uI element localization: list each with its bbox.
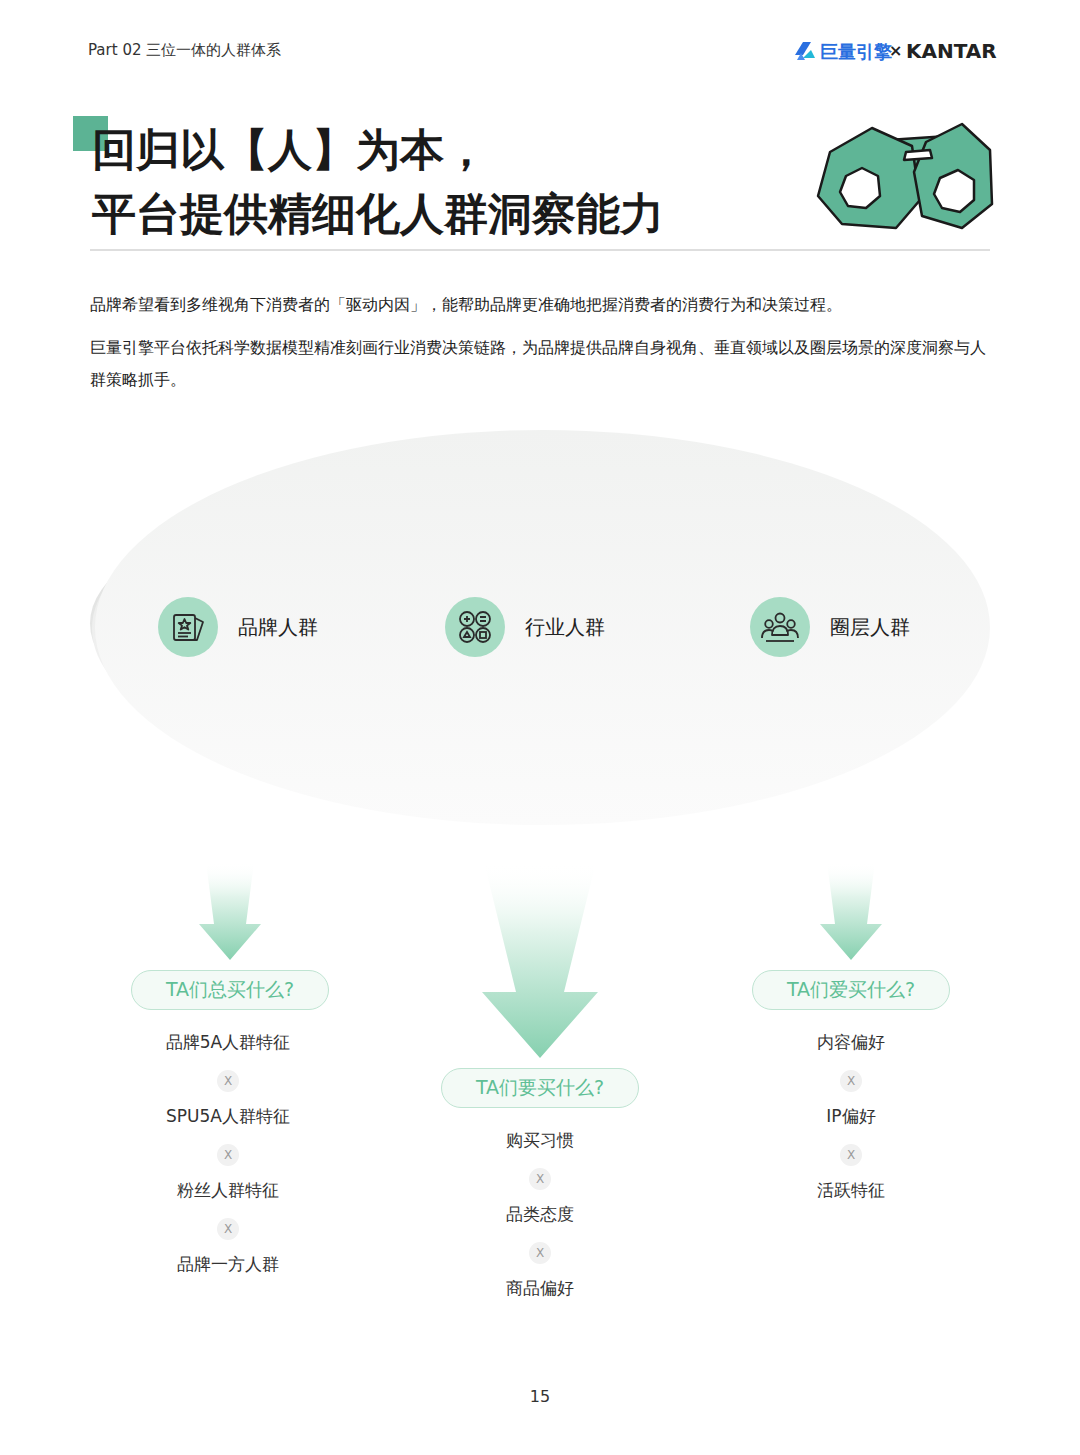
- feature-item: SPU5A人群特征: [68, 1104, 388, 1128]
- multiply-mark: X: [840, 1144, 862, 1166]
- feature-item: 内容偏好: [691, 1030, 1011, 1054]
- audience-label: 圈层人群: [750, 597, 910, 657]
- body-paragraph: 巨量引擎平台依托科学数据模型精准刻画行业消费决策链路，为品牌提供品牌自身视角、垂…: [90, 332, 995, 396]
- feature-item: 商品偏好: [380, 1276, 700, 1300]
- page-title: 回归以【人】为本， 平台提供精细化人群洞察能力: [92, 118, 732, 246]
- question-pill: TA们爱买什么?: [752, 970, 950, 1010]
- body-paragraph: 品牌希望看到多维视角下消费者的「驱动内因」，能帮助品牌更准确地把握消费者的消费行…: [90, 290, 995, 320]
- multiply-mark: X: [529, 1242, 551, 1264]
- question-text: TA们爱买什么?: [787, 977, 915, 1003]
- audience-name: 行业人群: [525, 614, 605, 641]
- feature-item: 品牌一方人群: [68, 1252, 388, 1276]
- flow-arrow: [820, 823, 882, 960]
- multiply-mark: X: [529, 1168, 551, 1190]
- logo-text: 巨量引擎: [820, 40, 892, 64]
- ellipse-fill: [95, 430, 990, 825]
- audience-name: 圈层人群: [830, 614, 910, 641]
- question-pill: TA们总买什么?: [131, 970, 329, 1010]
- audience-name: 品牌人群: [238, 614, 318, 641]
- title-rule: [90, 250, 990, 251]
- multiply-mark: X: [840, 1070, 862, 1092]
- feature-item: 活跃特征: [691, 1178, 1011, 1202]
- logo-separator: ×: [889, 41, 902, 60]
- question-text: TA们要买什么?: [476, 1075, 604, 1101]
- audience-icon: [445, 597, 505, 657]
- audience-label: 品牌人群: [158, 597, 318, 657]
- multiply-mark: X: [217, 1144, 239, 1166]
- feature-item: 粉丝人群特征: [68, 1178, 388, 1202]
- feature-item: 购买习惯: [380, 1128, 700, 1152]
- audience-ellipse: 品牌人群 行业人群 圈层人群: [95, 430, 990, 825]
- feature-item: IP偏好: [691, 1104, 1011, 1128]
- question-pill: TA们要买什么?: [441, 1068, 639, 1108]
- logo-text: KANTAR: [906, 39, 997, 63]
- logo-icon: [795, 42, 815, 60]
- section-header: Part 02 三位一体的人群体系: [88, 41, 281, 60]
- multiply-mark: X: [217, 1070, 239, 1092]
- multiply-mark: X: [217, 1218, 239, 1240]
- audience-icon: [158, 597, 218, 657]
- feature-item: 品牌5A人群特征: [68, 1030, 388, 1054]
- audience-icon: [750, 597, 810, 657]
- page-number: 15: [380, 1385, 700, 1409]
- audience-label: 行业人群: [445, 597, 605, 657]
- binoculars-illustration: [818, 124, 992, 228]
- feature-item: 品类态度: [380, 1202, 700, 1226]
- question-text: TA们总买什么?: [166, 977, 294, 1003]
